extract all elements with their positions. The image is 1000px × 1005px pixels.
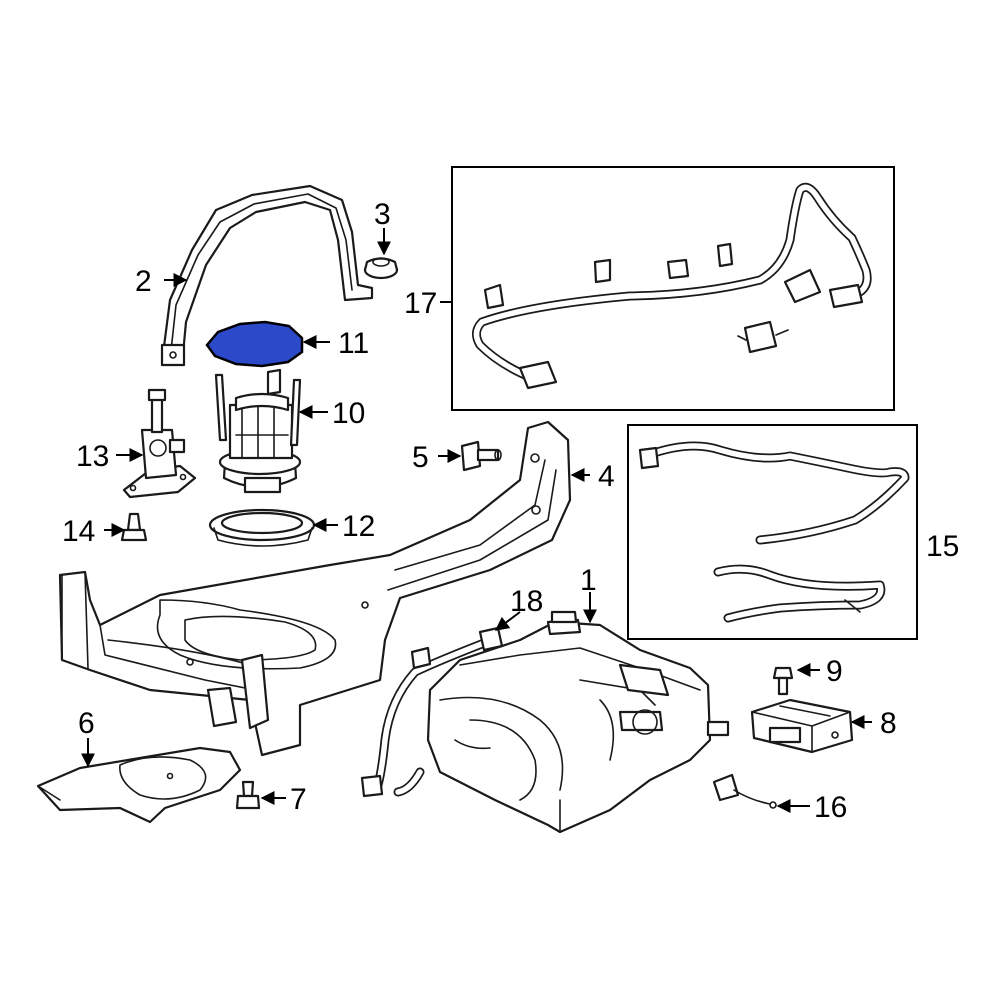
fuel-tank-part-1[interactable] — [426, 610, 730, 834]
callout-18: 18 — [510, 585, 543, 618]
nut-part-3[interactable] — [363, 257, 399, 280]
callout-13: 13 — [76, 440, 109, 473]
bolt-part-9[interactable] — [772, 666, 794, 696]
callout-15: 15 — [926, 530, 959, 563]
callout-16: 16 — [814, 791, 847, 824]
heat-shield-part-6[interactable] — [36, 746, 242, 824]
callout-11: 11 — [338, 327, 369, 360]
lock-ring-part-12[interactable] — [208, 508, 316, 547]
callout-1: 1 — [580, 564, 597, 597]
callout-2: 2 — [135, 265, 152, 298]
callout-17: 17 — [404, 287, 437, 320]
callout-10: 10 — [332, 397, 365, 430]
control-module-part-8[interactable] — [750, 698, 854, 754]
callout-14: 14 — [62, 515, 95, 548]
vent-hose-part-18[interactable] — [360, 626, 504, 798]
wiring-harness-part-17[interactable] — [472, 182, 872, 390]
callout-9: 9 — [826, 655, 843, 688]
bolt-part-14[interactable] — [120, 512, 148, 542]
part-15-group-box — [627, 424, 918, 640]
gasket-part-11[interactable] — [205, 320, 304, 368]
bolt-part-5[interactable] — [460, 440, 502, 472]
tank-strap-part-2[interactable] — [160, 184, 374, 367]
callout-3: 3 — [374, 198, 391, 231]
skid-plate-part-4[interactable] — [58, 420, 572, 757]
valve-part-13[interactable] — [122, 388, 197, 499]
callout-5: 5 — [412, 441, 429, 474]
part-17-group-box — [451, 166, 895, 411]
fuel-pump-module-part-10[interactable] — [214, 368, 302, 494]
bolt-part-7[interactable] — [235, 780, 261, 810]
sensor-part-16[interactable] — [712, 773, 777, 809]
callout-8: 8 — [880, 707, 897, 740]
callout-6: 6 — [78, 707, 95, 740]
filler-hoses-part-15[interactable] — [638, 441, 910, 623]
callout-7: 7 — [290, 783, 307, 816]
callout-12: 12 — [342, 510, 375, 543]
callout-4: 4 — [598, 460, 615, 493]
